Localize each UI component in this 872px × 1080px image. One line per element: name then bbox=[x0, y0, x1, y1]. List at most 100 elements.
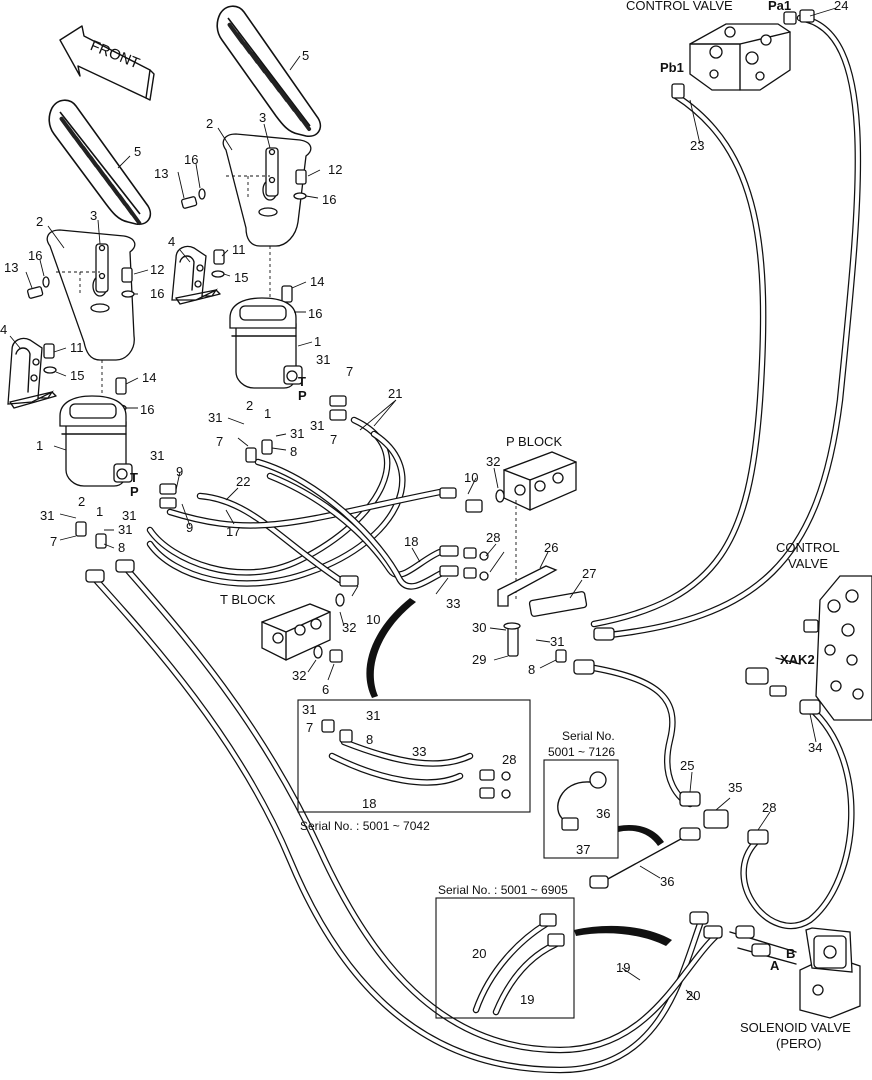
callout-1b: 1 bbox=[36, 438, 43, 453]
callout-20a: 20 bbox=[472, 946, 486, 961]
callout-9b: 9 bbox=[186, 520, 193, 535]
callout-29: 29 bbox=[472, 652, 486, 667]
inset-serial-6905 bbox=[435, 897, 575, 1019]
callout-28c: 28 bbox=[762, 800, 776, 815]
inset-serial-7126 bbox=[543, 759, 619, 859]
control-valve-top bbox=[689, 11, 797, 91]
callout-35: 35 bbox=[728, 780, 742, 795]
label-solenoid-pero: (PERO) bbox=[776, 1036, 822, 1051]
callout-19b: 19 bbox=[616, 960, 630, 975]
callout-5b: 5 bbox=[134, 144, 141, 159]
callout-14a: 14 bbox=[310, 274, 324, 289]
callout-16f: 16 bbox=[140, 402, 154, 417]
callout-32b: 32 bbox=[342, 620, 356, 635]
callout-7a: 7 bbox=[346, 364, 353, 379]
callout-28a: 28 bbox=[486, 530, 500, 545]
control-valve-right bbox=[745, 575, 872, 721]
label-p-block: P BLOCK bbox=[506, 434, 562, 449]
front-label: FRONT bbox=[88, 37, 142, 72]
callout-28b: 28 bbox=[502, 752, 516, 767]
callout-15b: 15 bbox=[70, 368, 84, 383]
callout-31j: 31 bbox=[302, 702, 316, 717]
inset-pointers bbox=[366, 598, 672, 946]
callout-21: 21 bbox=[388, 386, 402, 401]
pedal-plate-lower bbox=[46, 229, 136, 400]
callout-24: 24 bbox=[834, 0, 848, 13]
callout-7b: 7 bbox=[330, 432, 337, 447]
callout-16d: 16 bbox=[150, 286, 164, 301]
callout-31b: 31 bbox=[310, 418, 324, 433]
solenoid-valve bbox=[729, 925, 861, 1019]
callout-27: 27 bbox=[582, 566, 596, 581]
bracket-lower bbox=[7, 337, 57, 409]
callout-36b: 36 bbox=[660, 874, 674, 889]
callout-31d: 31 bbox=[290, 426, 304, 441]
component-labels: CONTROL VALVE Pa1 Pb1 CONTROL VALVE XAK2… bbox=[130, 0, 851, 1051]
callout-33b: 33 bbox=[412, 744, 426, 759]
callout-22: 22 bbox=[236, 474, 250, 489]
callout-7d: 7 bbox=[50, 534, 57, 549]
callout-12a: 12 bbox=[328, 162, 342, 177]
callout-10a: 10 bbox=[464, 470, 478, 485]
callout-34: 34 bbox=[808, 740, 822, 755]
callout-11b: 11 bbox=[70, 340, 84, 355]
callout-31a: 31 bbox=[316, 352, 330, 367]
callout-1-port-upper: 1 bbox=[264, 406, 271, 421]
inset-caption-7126-b: 5001 ~ 7126 bbox=[548, 745, 615, 759]
callout-31i: 31 bbox=[550, 634, 564, 649]
callout-numbers: 5 5 2 2 3 3 16 16 16 16 16 16 13 13 12 1… bbox=[0, 0, 848, 1007]
callout-7e: 7 bbox=[306, 720, 313, 735]
callout-13b: 13 bbox=[4, 260, 18, 275]
callout-23: 23 bbox=[690, 138, 704, 153]
callout-16c: 16 bbox=[28, 248, 42, 263]
callout-31g: 31 bbox=[40, 508, 54, 523]
fittings bbox=[75, 9, 821, 939]
label-port-p-lower: P bbox=[130, 484, 139, 499]
label-port-t-upper: T bbox=[298, 374, 306, 389]
label-pa1: Pa1 bbox=[768, 0, 791, 13]
inset-caption-6905: Serial No. : 5001 ~ 6905 bbox=[438, 883, 568, 897]
callout-12b: 12 bbox=[150, 262, 164, 277]
callout-8a: 8 bbox=[290, 444, 297, 459]
callout-6: 6 bbox=[322, 682, 329, 697]
callout-37: 37 bbox=[576, 842, 590, 857]
callout-1-port-lower: 1 bbox=[96, 504, 103, 519]
callout-31h: 31 bbox=[118, 522, 132, 537]
label-port-b: B bbox=[786, 946, 795, 961]
pilot-valve-lower bbox=[59, 395, 133, 487]
callout-1a: 1 bbox=[314, 334, 321, 349]
callout-31c: 31 bbox=[208, 410, 222, 425]
hoses bbox=[90, 14, 862, 1074]
callout-18b: 18 bbox=[362, 796, 376, 811]
callout-17: 17 bbox=[226, 524, 240, 539]
callout-32c: 32 bbox=[292, 668, 306, 683]
mounting-bracket bbox=[497, 565, 588, 657]
p-block bbox=[495, 451, 577, 600]
callout-25: 25 bbox=[680, 758, 694, 773]
pedal-rib bbox=[124, 203, 142, 225]
callout-33a: 33 bbox=[446, 596, 460, 611]
callout-8d: 8 bbox=[366, 732, 373, 747]
callout-32a: 32 bbox=[486, 454, 500, 469]
label-port-a: A bbox=[770, 958, 780, 973]
t-block bbox=[261, 593, 345, 661]
callout-13a: 13 bbox=[154, 166, 168, 181]
callout-8c: 8 bbox=[528, 662, 535, 677]
label-xak2: XAK2 bbox=[780, 652, 815, 667]
label-port-p-upper: P bbox=[298, 388, 307, 403]
callout-31k: 31 bbox=[366, 708, 380, 723]
callout-20b: 20 bbox=[686, 988, 700, 1003]
label-solenoid-valve: SOLENOID VALVE bbox=[740, 1020, 851, 1035]
callout-2-port-lower: 2 bbox=[78, 494, 85, 509]
pedal-rib bbox=[294, 109, 312, 131]
pedal-plate-upper bbox=[222, 133, 312, 300]
callout-8b: 8 bbox=[118, 540, 125, 555]
callout-2-port-upper: 2 bbox=[246, 398, 253, 413]
callout-18a: 18 bbox=[404, 534, 418, 549]
callout-10b: 10 bbox=[366, 612, 380, 627]
pilot-valve-upper bbox=[229, 297, 303, 389]
callout-7c: 7 bbox=[216, 434, 223, 449]
label-control-valve-right-2: VALVE bbox=[788, 556, 828, 571]
bracket-upper bbox=[171, 245, 221, 305]
